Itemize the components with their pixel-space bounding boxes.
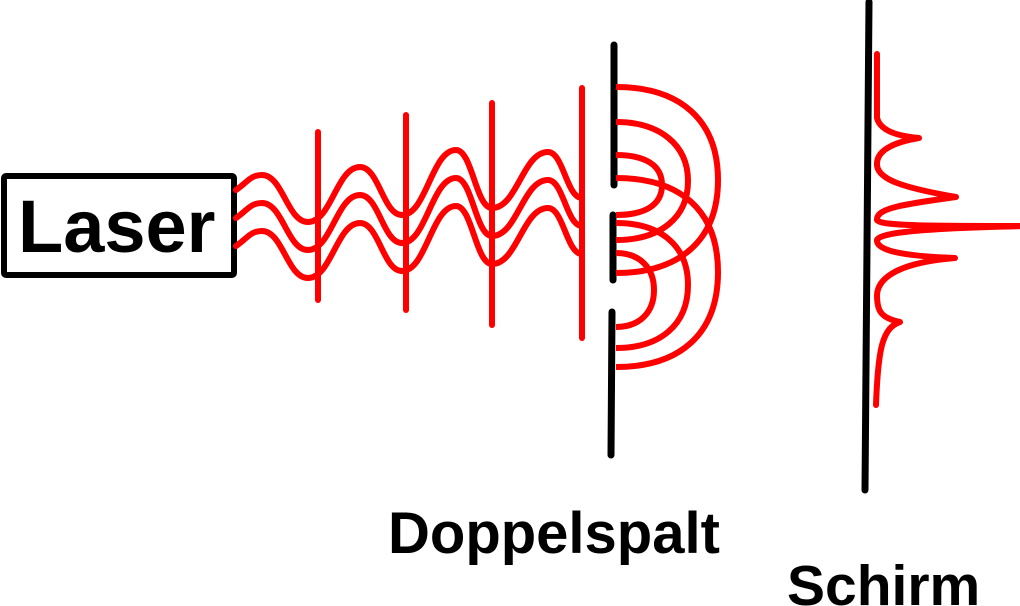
diffracted-waves — [615, 84, 722, 370]
barrier-bottom-segment — [607, 308, 616, 459]
interference-pattern — [873, 51, 1020, 408]
light-wave-1 — [233, 146, 585, 226]
double-slit-barrier — [607, 41, 618, 459]
wavefronts — [315, 85, 585, 341]
incoming-light-waves — [233, 146, 585, 282]
screen-label: Schirm — [787, 554, 980, 606]
laser-box — [1, 173, 237, 278]
light-wave-2 — [233, 174, 585, 254]
upper-slit-wave-outer — [615, 84, 722, 276]
light-wave-3 — [233, 202, 585, 282]
laser-label: Laser — [18, 185, 215, 268]
upper-slit-wave-middle — [615, 119, 692, 243]
lower-slit-wave-inner — [615, 250, 658, 330]
lower-slit-wave-middle — [615, 220, 692, 351]
double-slit-label: Doppelspalt — [388, 501, 720, 566]
lower-slit-wave-outer — [615, 175, 722, 370]
screen-line — [861, 0, 873, 494]
laser: Laser — [1, 173, 237, 278]
